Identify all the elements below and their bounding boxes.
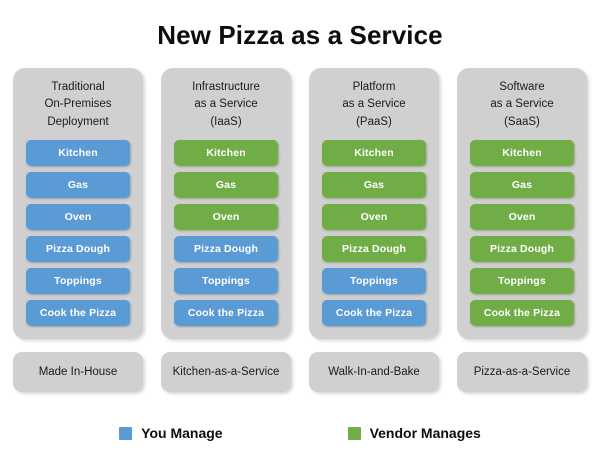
stack-layer-pill: Gas <box>470 172 574 199</box>
stack-layer-pill: Pizza Dough <box>26 236 130 263</box>
stack-layer-pill: Kitchen <box>322 140 426 167</box>
service-card-title: Software as a Service (SaaS) <box>470 79 574 131</box>
stack-layer-pill: Kitchen <box>470 140 574 167</box>
stack-layer-pill: Pizza Dough <box>322 236 426 263</box>
stack-layer-pill: Toppings <box>470 268 574 295</box>
service-card-footer: Made In-House <box>13 352 143 393</box>
service-card-title: Platform as a Service (PaaS) <box>322 79 426 131</box>
stack-layer-pill: Cook the Pizza <box>470 300 574 327</box>
stack-layer-pill: Gas <box>174 172 278 199</box>
legend-label: You Manage <box>141 425 223 441</box>
stack-layer-pill: Cook the Pizza <box>322 300 426 327</box>
stack-layer-pill: Gas <box>26 172 130 199</box>
stack-layer-pill: Toppings <box>174 268 278 295</box>
stack-layer-pill: Oven <box>26 204 130 231</box>
stack-layer-pill: Cook the Pizza <box>26 300 130 327</box>
service-card-title-line: as a Service <box>194 98 258 111</box>
service-card-title: Infrastructure as a Service (IaaS) <box>174 79 278 131</box>
service-card-title-line: Deployment <box>47 115 109 128</box>
stack-layer-pill: Gas <box>322 172 426 199</box>
service-card-title-line: as a Service <box>342 98 406 111</box>
legend-label: Vendor Manages <box>369 425 481 441</box>
stack-layer-pill: Oven <box>470 204 574 231</box>
diagram-title: New Pizza as a Service <box>157 20 443 50</box>
stack-layer-pill: Pizza Dough <box>174 236 278 263</box>
service-card-footer: Pizza-as-a-Service <box>457 352 587 393</box>
stack-layer-pill: Oven <box>322 204 426 231</box>
service-card-footer: Walk-In-and-Bake <box>309 352 439 393</box>
service-card-title-line: Traditional <box>51 81 105 93</box>
service-card-title-line: (IaaS) <box>210 115 242 128</box>
stack-layer-pill: Pizza Dough <box>470 236 574 263</box>
legend: You Manage Vendor Manages <box>0 425 600 441</box>
stack-layer-pill: Toppings <box>322 268 426 295</box>
green-square-icon <box>347 426 361 440</box>
legend-entry: You Manage <box>119 425 223 441</box>
service-card-title-line: On-Premises <box>44 98 112 111</box>
service-card-title-line: Infrastructure <box>192 81 260 93</box>
legend-entry: Vendor Manages <box>347 425 481 441</box>
service-card-title-line: as a Service <box>490 98 554 111</box>
service-card-title-line: (PaaS) <box>356 115 392 128</box>
blue-square-icon <box>119 426 133 440</box>
stack-layer-pill: Kitchen <box>26 140 130 167</box>
stack-layer-pill: Cook the Pizza <box>174 300 278 327</box>
stack-layer-pill: Toppings <box>26 268 130 295</box>
stack-layer-pill: Kitchen <box>174 140 278 167</box>
service-card-title-line: Software <box>499 81 545 93</box>
service-card-title-line: (SaaS) <box>504 115 540 128</box>
stack-layer-pill: Oven <box>174 204 278 231</box>
service-card-title-line: Platform <box>352 81 396 93</box>
service-card-footer: Kitchen-as-a-Service <box>161 352 291 393</box>
